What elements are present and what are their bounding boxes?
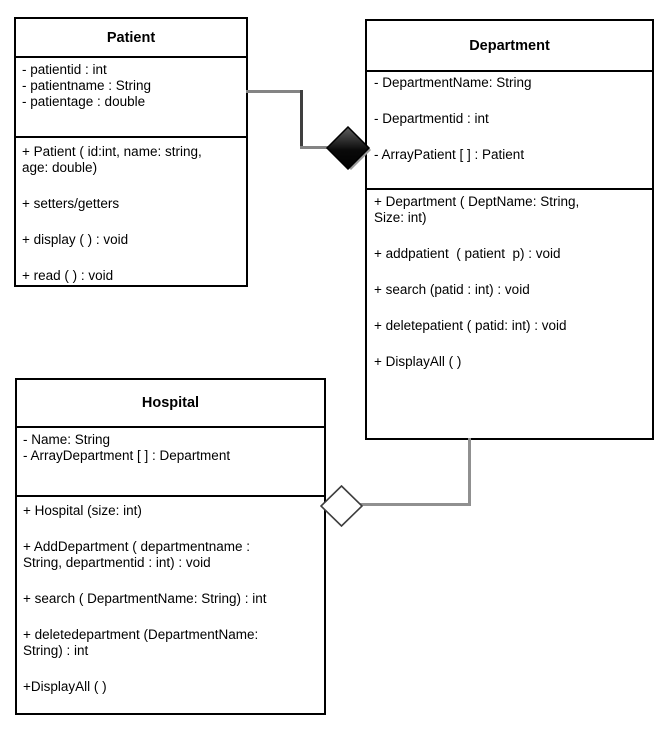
composition-connector-segment[interactable]: [300, 90, 303, 148]
patient-attributes-section: - patientid : int - patientname : String…: [16, 58, 246, 138]
method: + search ( DepartmentName: String) : int: [23, 591, 267, 606]
attribute: - ArrayPatient [ ] : Patient: [374, 147, 525, 162]
method: + Hospital (size: int): [23, 503, 142, 518]
class-box-hospital[interactable]: Hospital - Name: String - ArrayDepartmen…: [15, 378, 326, 715]
aggregation-connector-segment[interactable]: [468, 438, 471, 506]
hospital-attributes-section: - Name: String - ArrayDepartment [ ] : D…: [17, 428, 324, 497]
patient-methods-section: + Patient ( id:int, name: string, age: d…: [16, 138, 246, 285]
department-methods-section: + Department ( DeptName: String, Size: i…: [367, 190, 652, 438]
method: + search (patid : int) : void: [374, 282, 530, 297]
method: + Patient ( id:int, name: string, age: d…: [22, 144, 202, 175]
composition-connector-segment[interactable]: [300, 146, 329, 149]
attribute: - ArrayDepartment [ ] : Department: [23, 448, 231, 463]
method: + DisplayAll ( ): [374, 354, 462, 369]
method: + deletedepartment (DepartmentName: Stri…: [23, 627, 259, 658]
department-attributes-section: - DepartmentName: String - Departmentid …: [367, 72, 652, 190]
attribute: - Departmentid : int: [374, 111, 489, 126]
attribute: - patientage : double: [22, 94, 146, 109]
attribute: - DepartmentName: String: [374, 75, 532, 90]
method: + read ( ) : void: [22, 268, 114, 283]
method: + deletepatient ( patid: int) : void: [374, 318, 567, 333]
class-box-department[interactable]: Department - DepartmentName: String - De…: [365, 19, 654, 440]
class-title-patient: Patient: [16, 19, 246, 58]
aggregation-connector-segment[interactable]: [359, 503, 471, 506]
method: + display ( ) : void: [22, 232, 129, 247]
composition-connector-segment[interactable]: [246, 90, 303, 93]
hospital-methods-section: + Hospital (size: int) + AddDepartment (…: [17, 497, 324, 713]
method: + Department ( DeptName: String, Size: i…: [374, 194, 580, 225]
class-title-hospital: Hospital: [17, 380, 324, 428]
class-title-department: Department: [367, 21, 652, 72]
aggregation-hollow-diamond-icon[interactable]: [320, 485, 363, 527]
method: + addpatient ( patient p) : void: [374, 246, 561, 261]
attribute: - Name: String: [23, 432, 111, 447]
method: + AddDepartment ( departmentname : Strin…: [23, 539, 251, 570]
method: + setters/getters: [22, 196, 120, 211]
class-box-patient[interactable]: Patient - patientid : int - patientname …: [14, 17, 248, 287]
method: +DisplayAll ( ): [23, 679, 107, 694]
attribute: - patientid : int: [22, 62, 107, 77]
attribute: - patientname : String: [22, 78, 152, 93]
composition-filled-diamond-icon[interactable]: [325, 126, 372, 170]
